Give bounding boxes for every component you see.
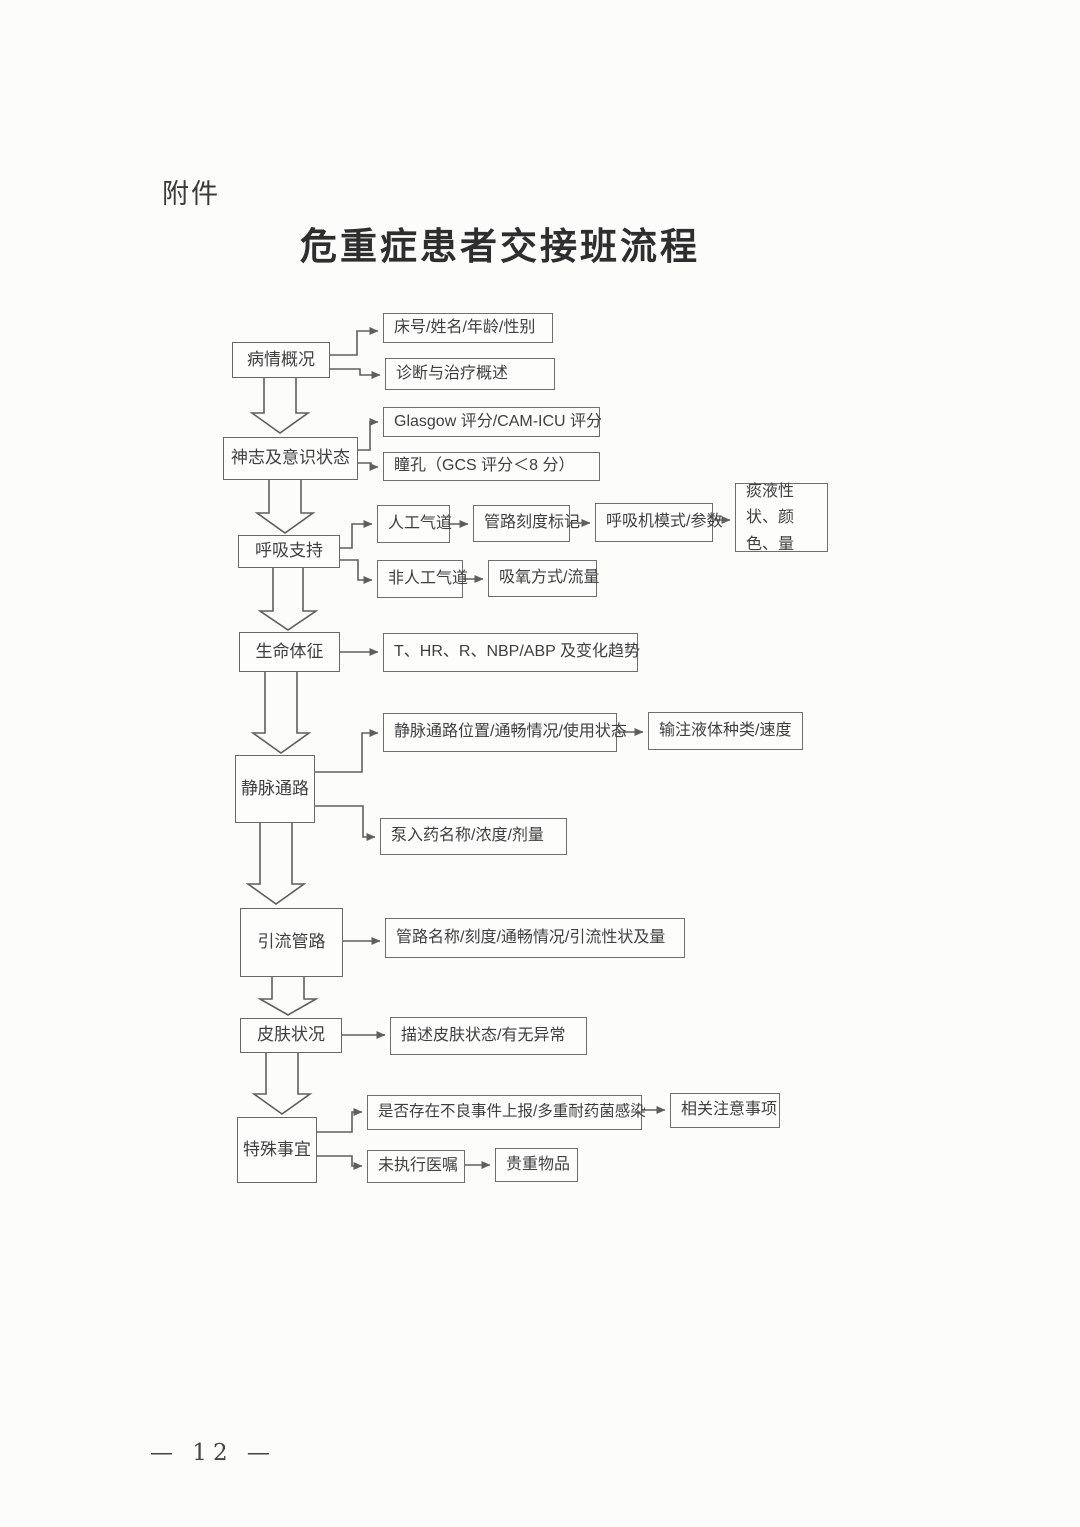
node-glasgow: Glasgow 评分/CAM-ICU 评分 (383, 407, 602, 437)
node-venous-status: 静脉通路位置/通畅情况/使用状态 (383, 713, 627, 752)
node-special: 特殊事宜 (237, 1117, 317, 1183)
node-skin-detail: 描述皮肤状态/有无异常 (390, 1017, 587, 1055)
node-oxygen-method: 吸氧方式/流量 (488, 560, 599, 597)
node-artificial-airway: 人工气道 (377, 505, 452, 543)
node-consciousness: 神志及意识状态 (223, 437, 358, 480)
node-tube-scale-mark: 管路刻度标记 (473, 505, 580, 542)
node-related-notes: 相关注意事项 (670, 1093, 780, 1128)
node-valuables: 贵重物品 (495, 1148, 578, 1182)
connector-special-to-adverse (317, 1108, 363, 1133)
flow-arrow-down-5 (245, 823, 307, 905)
node-skin: 皮肤状况 (240, 1018, 342, 1053)
node-non-artificial-airway: 非人工气道 (377, 560, 468, 598)
node-drainage: 引流管路 (240, 908, 343, 977)
flow-arrow-down-2 (254, 480, 316, 534)
connector-respiration-to-artificial-airway (340, 520, 373, 549)
node-condition: 病情概况 (232, 342, 330, 378)
node-respiration: 呼吸支持 (238, 535, 340, 568)
node-ventilator-mode: 呼吸机模式/参数 (595, 503, 722, 542)
node-infusion-type: 输注液体种类/速度 (648, 712, 803, 750)
connector-condition-to-diagnosis (330, 368, 381, 379)
connector-venous-to-pump (315, 805, 376, 841)
node-adverse-event: 是否存在不良事件上报/多重耐药菌感染 (367, 1095, 646, 1130)
flow-arrow-down-3 (257, 568, 319, 631)
node-bed-info: 床号/姓名/年龄/性别 (383, 313, 553, 343)
page-number: — 12 — (150, 1440, 276, 1466)
node-diagnosis-summary: 诊断与治疗概述 (385, 358, 555, 390)
node-pump-drug: 泵入药名称/浓度/剂量 (380, 818, 567, 855)
flow-arrow-down-1 (249, 378, 311, 434)
connector-respiration-to-non-artificial-airway (340, 559, 373, 584)
node-vitals: 生命体征 (239, 632, 340, 672)
flow-arrow-down-4 (250, 672, 312, 754)
node-sputum: 痰液性状、颜色、量 (735, 483, 828, 553)
page-title: 危重症患者交接班流程 (300, 224, 700, 268)
node-vitals-trend: T、HR、R、NBP/ABP 及变化趋势 (383, 633, 640, 672)
flow-arrow-down-7 (251, 1053, 313, 1115)
connector-consciousness-to-glasgow (358, 418, 379, 451)
connector-venous-to-status (315, 729, 379, 773)
flow-arrow-down-6 (256, 977, 320, 1016)
attachment-label: 附件 (162, 179, 220, 209)
node-pupil: 瞳孔（GCS 评分＜8 分） (383, 452, 600, 481)
connector-consciousness-to-pupil (358, 462, 379, 471)
node-unexecuted-orders: 未执行医嘱 (367, 1150, 465, 1183)
node-venous: 静脉通路 (235, 755, 315, 823)
connector-special-to-unexecuted (317, 1155, 363, 1170)
node-drainage-detail: 管路名称/刻度/通畅情况/引流性状及量 (385, 918, 685, 958)
connector-condition-to-bed-info (330, 327, 379, 356)
